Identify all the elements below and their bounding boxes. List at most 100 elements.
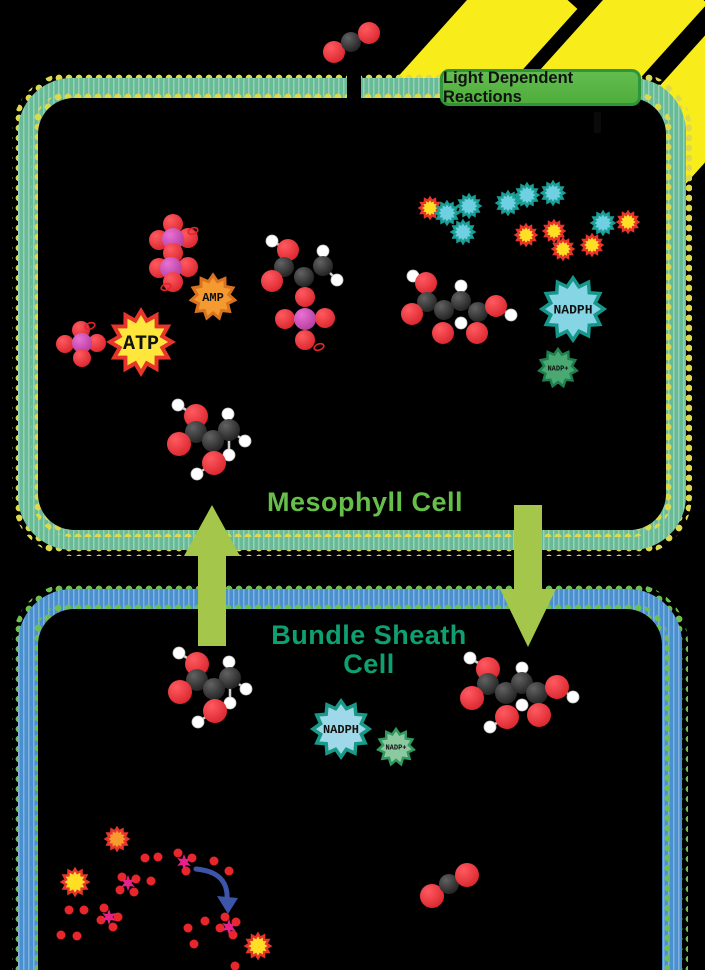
atom-O — [202, 451, 226, 475]
energy-burst-yellow-icon — [243, 931, 273, 961]
light-dependent-reactions-label: Light Dependent Reactions — [440, 69, 641, 106]
atom-C — [219, 667, 241, 689]
phosphate-dot — [115, 885, 125, 895]
negative-charge-icon — [84, 321, 96, 331]
atom-H — [483, 720, 497, 734]
atom-H — [171, 398, 185, 412]
energy-burst-cyan-icon — [455, 192, 483, 220]
phosphate-dot — [72, 931, 82, 941]
atom-O — [203, 699, 227, 723]
atom-O — [315, 308, 335, 328]
atom-P — [294, 308, 316, 330]
atom-H — [454, 316, 468, 330]
atom-C — [434, 300, 454, 320]
atom-O — [261, 270, 283, 292]
atom-O — [184, 404, 208, 428]
atom-C — [202, 430, 224, 452]
atom-O — [295, 287, 315, 307]
atom-O — [277, 239, 299, 261]
phosphate-dot — [228, 930, 238, 940]
atom-O — [295, 330, 315, 350]
atom-H — [239, 682, 253, 696]
atom-H — [191, 715, 205, 729]
phosphate-dot — [131, 874, 141, 884]
phosphate-dot — [108, 922, 118, 932]
atom-O — [545, 675, 569, 699]
nadph-badge-bundle: NADPH — [309, 697, 373, 761]
bundle-sheath-cell-interior — [38, 609, 662, 970]
energy-burst-yellow-icon — [579, 232, 605, 258]
pyruvate-molecule-mesophyll — [167, 398, 252, 481]
atp-badge-text: ATP — [123, 333, 159, 356]
bundle-sheath-label-line2: Cell — [343, 649, 395, 679]
nadph-badge-mesophyll-text: NADPH — [553, 303, 592, 318]
atom-H — [222, 655, 236, 669]
pyruvate-molecule-bundle — [168, 646, 253, 729]
light-dependent-reactions-text: Light Dependent Reactions — [443, 68, 574, 106]
transfer-arrow-up — [184, 505, 240, 646]
energy-burst-yellow-icon — [615, 209, 641, 235]
negative-charge-icon — [160, 282, 172, 292]
atom-H — [223, 696, 237, 710]
atom-O — [168, 680, 192, 704]
atom-O — [185, 652, 209, 676]
atom-C — [341, 32, 361, 52]
bundle-sheath-cell-membrane — [12, 583, 688, 970]
phosphate-dot — [183, 923, 193, 933]
pink-star-icon — [102, 909, 116, 925]
phosphate-dot — [220, 912, 230, 922]
phosphate-dot — [129, 887, 139, 897]
transfer-arrow-down — [500, 505, 556, 647]
phosphate-dot — [79, 905, 89, 915]
atom-O — [178, 257, 198, 277]
phosphate-dot — [230, 961, 240, 970]
atom-O — [167, 432, 191, 456]
atom-H — [515, 698, 529, 712]
atom-C — [417, 292, 437, 312]
atom-C — [477, 673, 499, 695]
bundle-sheath-cell-label: Bundle Sheath Cell — [271, 621, 467, 679]
phosphate-dot — [146, 876, 156, 886]
phosphate-dot — [96, 915, 106, 925]
atom-P — [162, 228, 184, 250]
atom-C — [526, 682, 548, 704]
nadph-badge-mesophyll: NADPH — [538, 274, 608, 344]
atom-H — [330, 273, 344, 287]
atom-H — [463, 651, 477, 665]
negative-charge-icon — [187, 226, 199, 236]
pep-molecule — [261, 234, 344, 352]
pyrophosphate-molecule — [149, 214, 199, 292]
phosphate-dot — [99, 903, 109, 913]
nadp-badge-mesophyll-text: NADP+ — [547, 365, 568, 373]
phosphate-dot — [140, 853, 150, 863]
atom-H — [566, 690, 580, 704]
atom-H — [222, 448, 236, 462]
atp-badge: ATP — [106, 307, 176, 377]
atom-O — [73, 349, 91, 367]
phosphate-dot — [209, 856, 219, 866]
amp-badge-text: AMP — [202, 291, 224, 305]
phosphate-dot — [113, 912, 123, 922]
energy-burst-cyan-icon — [433, 199, 461, 227]
atom-O — [401, 303, 423, 325]
atom-O — [485, 295, 507, 317]
atom-C — [218, 419, 240, 441]
ldr-pointer-dash — [594, 112, 601, 133]
phosphate-dot — [187, 853, 197, 863]
malate-molecule-mesophyll — [401, 269, 518, 344]
co2-molecule-bottom — [420, 863, 479, 908]
phosphate-molecule — [56, 321, 106, 367]
atom-H — [172, 646, 186, 660]
phosphate-dot — [215, 923, 225, 933]
membrane-channel-gap — [347, 70, 361, 102]
energy-burst-yellow-icon — [59, 866, 91, 898]
atom-P — [72, 333, 92, 353]
pink-star-icon — [177, 854, 191, 870]
atom-H — [316, 244, 330, 258]
atom-O — [56, 335, 74, 353]
atom-O — [432, 322, 454, 344]
nadp-badge-bundle-text: NADP+ — [385, 744, 406, 752]
phosphate-dot — [200, 916, 210, 926]
